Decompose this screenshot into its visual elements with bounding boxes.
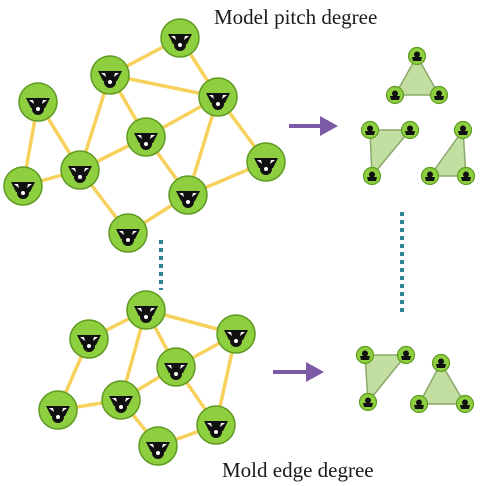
camera-node-icon bbox=[420, 166, 440, 186]
camera-node-icon bbox=[138, 426, 178, 466]
camera-node-icon bbox=[396, 345, 416, 365]
top-network-nodes bbox=[3, 18, 286, 253]
camera-node-icon bbox=[168, 175, 208, 215]
camera-node-icon bbox=[409, 394, 429, 414]
camera-node-icon bbox=[156, 347, 196, 387]
camera-node-icon bbox=[216, 314, 256, 354]
camera-node-icon bbox=[400, 120, 420, 140]
camera-node-icon bbox=[108, 213, 148, 253]
camera-node-icon bbox=[246, 142, 286, 182]
camera-node-icon bbox=[3, 166, 43, 206]
camera-node-icon bbox=[407, 46, 427, 66]
camera-node-icon bbox=[160, 18, 200, 58]
camera-node-icon bbox=[453, 120, 473, 140]
triangle-motif bbox=[385, 46, 449, 105]
camera-node-icon bbox=[455, 394, 475, 414]
camera-node-icon bbox=[362, 166, 382, 186]
camera-node-icon bbox=[429, 85, 449, 105]
right-arrow-icon bbox=[289, 116, 338, 136]
camera-node-icon bbox=[69, 319, 109, 359]
camera-node-icon bbox=[38, 390, 78, 430]
right-arrow-icon bbox=[273, 362, 324, 382]
top-network bbox=[3, 18, 286, 253]
top-triangles bbox=[360, 46, 476, 186]
camera-node-icon bbox=[355, 345, 375, 365]
camera-node-icon bbox=[431, 353, 451, 373]
triangle-motif bbox=[420, 120, 476, 186]
camera-node-icon bbox=[360, 120, 380, 140]
bottom-caption: Mold edge degree bbox=[222, 458, 374, 482]
camera-node-icon bbox=[126, 290, 166, 330]
camera-node-icon bbox=[385, 85, 405, 105]
camera-node-icon bbox=[198, 77, 238, 117]
camera-node-icon bbox=[196, 405, 236, 445]
camera-node-icon bbox=[456, 166, 476, 186]
camera-node-icon bbox=[358, 392, 378, 412]
camera-node-icon bbox=[60, 150, 100, 190]
bottom-network bbox=[38, 290, 256, 466]
camera-node-icon bbox=[101, 380, 141, 420]
bottom-triangles bbox=[355, 345, 475, 414]
top-caption: Model pitch degree bbox=[214, 5, 377, 29]
camera-node-icon bbox=[18, 82, 58, 122]
triangle-motif bbox=[360, 120, 420, 186]
camera-node-icon bbox=[126, 117, 166, 157]
camera-node-icon bbox=[90, 55, 130, 95]
triangle-motif bbox=[409, 353, 475, 414]
triangle-motif bbox=[355, 345, 416, 412]
